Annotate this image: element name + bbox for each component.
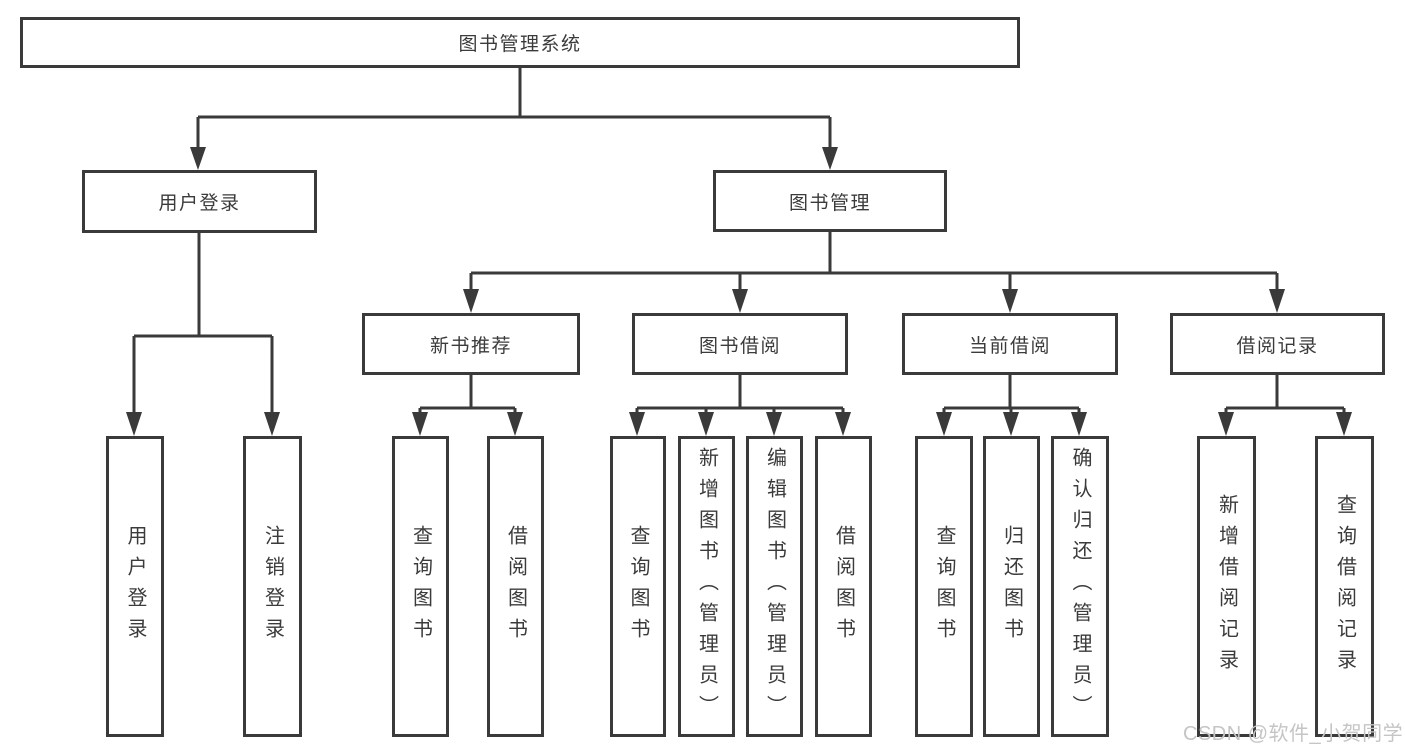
node-user-login-action: 用户登录 bbox=[106, 436, 164, 737]
node-new-book-recommend-label: 新书推荐 bbox=[429, 335, 512, 357]
node-query-books-borrow-label: 查询图书 bbox=[627, 524, 649, 649]
node-query-books-recommend-label: 查询图书 bbox=[409, 524, 432, 649]
node-confirm-return-admin: 确认归还（管理员） bbox=[1051, 436, 1109, 737]
node-borrow-books: 借阅图书 bbox=[815, 436, 872, 737]
node-root-label: 图书管理系统 bbox=[458, 34, 582, 55]
node-query-borrow-record: 查询借阅记录 bbox=[1315, 436, 1374, 737]
node-current-borrowing: 当前借阅 bbox=[902, 313, 1118, 375]
node-borrowing-records-label: 借阅记录 bbox=[1236, 335, 1319, 357]
node-logout-action-label: 注销登录 bbox=[261, 524, 284, 649]
node-confirm-return-admin-label: 确认归还（管理员） bbox=[1069, 447, 1091, 726]
node-add-borrow-record: 新增借阅记录 bbox=[1197, 436, 1256, 737]
node-user-login: 用户登录 bbox=[82, 170, 317, 233]
node-new-book-recommend: 新书推荐 bbox=[362, 313, 580, 375]
node-book-management: 图书管理 bbox=[713, 170, 947, 232]
node-borrow-books-recommend: 借阅图书 bbox=[487, 436, 544, 737]
node-user-login-label: 用户登录 bbox=[158, 193, 241, 214]
node-edit-book-admin: 编辑图书（管理员） bbox=[746, 436, 803, 737]
node-query-books-recommend: 查询图书 bbox=[392, 436, 449, 737]
node-query-books-current: 查询图书 bbox=[915, 436, 973, 737]
node-query-borrow-record-label: 查询借阅记录 bbox=[1333, 493, 1356, 680]
node-query-books-borrow: 查询图书 bbox=[610, 436, 666, 737]
node-book-borrowing: 图书借阅 bbox=[632, 313, 848, 375]
node-return-books-label: 归还图书 bbox=[1000, 524, 1023, 649]
node-root: 图书管理系统 bbox=[20, 17, 1020, 68]
node-borrow-books-recommend-label: 借阅图书 bbox=[504, 524, 527, 649]
node-borrowing-records: 借阅记录 bbox=[1170, 313, 1385, 375]
node-borrow-books-label: 借阅图书 bbox=[832, 524, 855, 649]
node-return-books: 归还图书 bbox=[983, 436, 1040, 737]
node-book-management-label: 图书管理 bbox=[788, 192, 871, 214]
node-query-books-current-label: 查询图书 bbox=[933, 524, 955, 649]
node-logout-action: 注销登录 bbox=[243, 436, 302, 737]
node-user-login-action-label: 用户登录 bbox=[124, 524, 146, 649]
node-current-borrowing-label: 当前借阅 bbox=[968, 335, 1051, 357]
node-add-borrow-record-label: 新增借阅记录 bbox=[1215, 493, 1238, 680]
node-add-book-admin: 新增图书（管理员） bbox=[678, 436, 735, 737]
csdn-watermark: CSDN @软件_小贺同学 bbox=[1183, 723, 1404, 745]
node-edit-book-admin-label: 编辑图书（管理员） bbox=[763, 447, 786, 726]
node-add-book-admin-label: 新增图书（管理员） bbox=[695, 447, 718, 726]
node-book-borrowing-label: 图书借阅 bbox=[698, 335, 781, 357]
